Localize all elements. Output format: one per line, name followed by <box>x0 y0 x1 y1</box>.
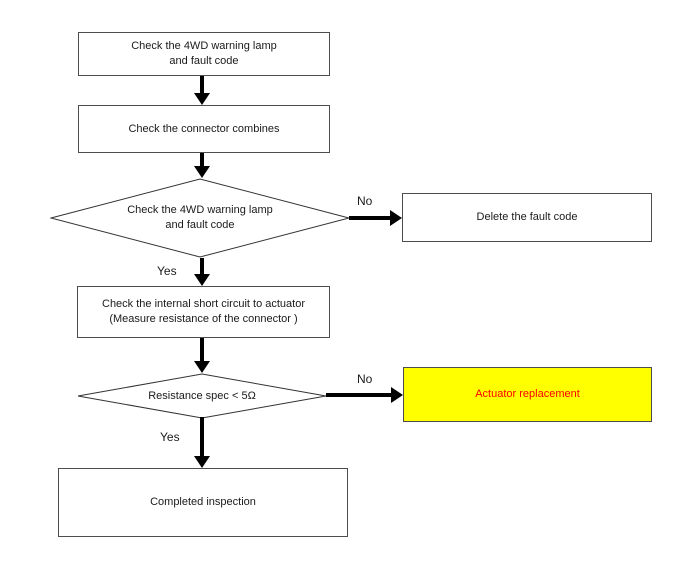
arrow-stem <box>200 338 204 362</box>
arrow-head-icon <box>194 93 210 105</box>
branch-label-yes-2: Yes <box>160 430 180 444</box>
process-completed-inspection: Completed inspection <box>58 468 348 537</box>
branch-label-no-2: No <box>357 372 373 386</box>
arrow-head-icon <box>194 166 210 178</box>
branch-label-no-1: No <box>357 194 373 208</box>
arrow-down-decision2-to-complete <box>194 417 210 468</box>
arrow-head-icon <box>390 210 402 226</box>
decision-warning-lamp: Check the 4WD warning lamp and fault cod… <box>50 178 350 258</box>
arrow-right-decision1-to-delete <box>349 210 402 226</box>
arrow-stem <box>349 216 391 220</box>
arrow-down-decision1-to-step3 <box>194 258 210 286</box>
decision-warning-lamp-label: Check the 4WD warning lamp and fault cod… <box>127 204 273 231</box>
arrow-down-step2-to-decision1 <box>194 153 210 178</box>
arrow-stem <box>326 393 392 397</box>
arrow-head-icon <box>194 456 210 468</box>
process-delete-fault-code: Delete the fault code <box>402 193 652 242</box>
arrow-head-icon <box>194 361 210 373</box>
process-check-short-circuit: Check the internal short circuit to actu… <box>77 286 330 338</box>
arrow-stem <box>200 76 204 94</box>
process-check-warning-lamp: Check the 4WD warning lamp and fault cod… <box>78 32 330 76</box>
arrow-right-decision2-to-actuator <box>326 387 403 403</box>
branch-label-yes-1: Yes <box>157 264 177 278</box>
process-actuator-replacement: Actuator replacement <box>403 367 652 422</box>
arrow-stem <box>200 258 204 275</box>
decision-resistance-spec-label: Resistance spec < 5Ω <box>148 389 256 402</box>
arrow-stem <box>200 417 204 457</box>
process-check-connector: Check the connector combines <box>78 105 330 153</box>
arrow-stem <box>200 153 204 167</box>
decision-resistance-spec: Resistance spec < 5Ω <box>77 373 327 419</box>
arrow-head-icon <box>391 387 403 403</box>
arrow-down-step3-to-decision2 <box>194 338 210 373</box>
arrow-down-step1-to-step2 <box>194 76 210 105</box>
arrow-head-icon <box>194 274 210 286</box>
